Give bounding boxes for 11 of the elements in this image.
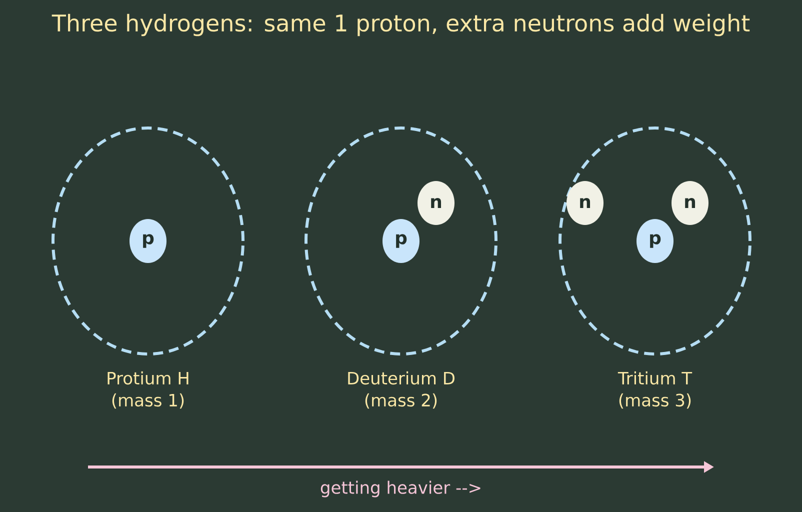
orbit-ellipse [558, 126, 752, 356]
isotope-label: Tritium T [618, 371, 692, 385]
orbit-ellipse [304, 126, 498, 356]
isotope-label: Deuterium D [348, 371, 454, 385]
isotope-label: (mass 2) [365, 393, 437, 409]
isotope-label: Protium H [108, 371, 188, 385]
isotope-label: (mass 3) [619, 393, 691, 409]
orbit-ellipse [52, 126, 244, 356]
isotope-label: (mass 1) [112, 393, 184, 409]
title: Three hydrogens: same 1 proton, extra neutrons add weight [52, 14, 750, 36]
arrow-caption: getting heavier --> [320, 480, 480, 498]
